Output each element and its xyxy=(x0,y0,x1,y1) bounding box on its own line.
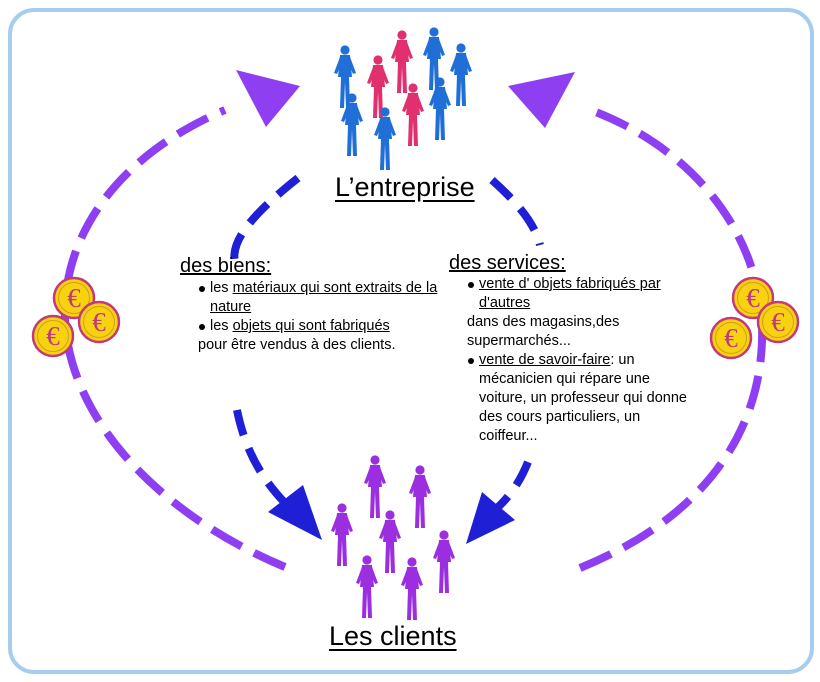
money-coins-right xyxy=(709,276,800,360)
person-icon xyxy=(409,465,431,528)
goods-item-raw-materials: les matériaux qui sont extraits de la na… xyxy=(198,279,438,317)
person-icon xyxy=(356,555,378,618)
services-item-know-how: vente de savoir-faire: un mécanicien qui… xyxy=(467,351,699,446)
services-item-resale: vente d' objets fabriqués par d'autres d… xyxy=(467,275,699,351)
person-icon xyxy=(379,510,401,573)
euro-coin-icon xyxy=(77,300,121,344)
arrow-head-icon xyxy=(508,72,575,128)
person-icon xyxy=(374,107,396,170)
goods-item-manufactured: les objets qui sont fabriqués pour être … xyxy=(198,317,438,355)
money-coins-left xyxy=(31,276,121,358)
euro-coin-icon xyxy=(31,314,75,358)
goods-title: des biens: xyxy=(180,255,272,277)
clients-people xyxy=(331,455,455,620)
company-people xyxy=(334,27,472,170)
person-icon xyxy=(450,43,472,106)
services-title: des services: xyxy=(449,252,566,274)
goods-flow-left xyxy=(230,174,322,540)
arrow-head-icon xyxy=(466,492,515,544)
person-icon xyxy=(364,455,386,518)
arrow-head-icon xyxy=(236,70,300,127)
person-icon xyxy=(391,30,413,93)
arrow-head-icon xyxy=(268,485,322,540)
company-title: L’entreprise xyxy=(335,172,475,202)
person-icon xyxy=(341,93,363,156)
money-flow-right xyxy=(508,72,767,572)
person-icon xyxy=(401,557,423,620)
services-flow-right xyxy=(466,177,544,544)
person-icon xyxy=(331,503,353,566)
goods-list: les matériaux qui sont extraits de la na… xyxy=(198,279,438,355)
euro-coin-icon xyxy=(756,300,800,344)
euro-coin-icon xyxy=(709,316,753,360)
services-list: vente d' objets fabriqués par d'autres d… xyxy=(467,275,699,446)
clients-title: Les clients xyxy=(329,621,457,651)
person-icon xyxy=(433,530,455,593)
